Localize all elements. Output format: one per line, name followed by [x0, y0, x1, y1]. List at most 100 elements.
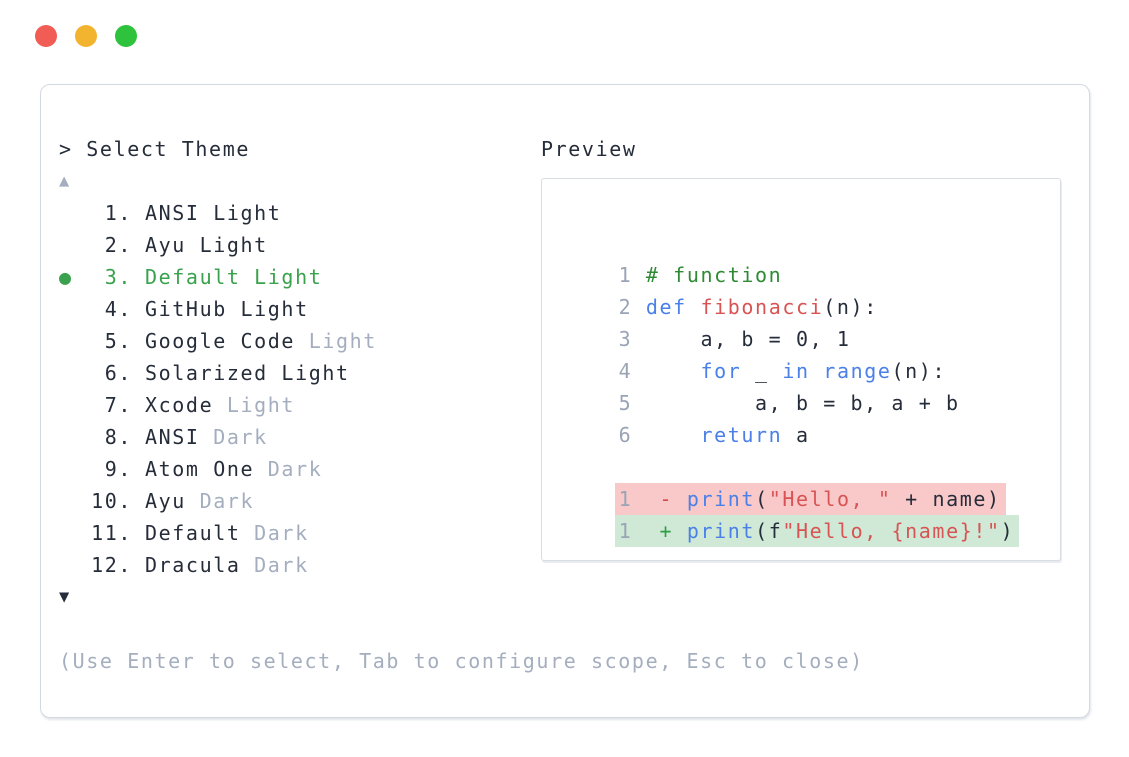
theme-item-12[interactable]: 12. Dracula Dark	[59, 549, 864, 581]
code-token: "Hello, "	[768, 487, 892, 511]
spacer	[132, 421, 145, 453]
theme-item-4[interactable]: 4. GitHub Light	[59, 293, 864, 325]
theme-variant: Light	[213, 201, 282, 225]
code-token: print	[686, 487, 756, 511]
line-number: 4	[618, 359, 633, 383]
theme-item-1[interactable]: 1. ANSI Light	[59, 197, 864, 229]
theme-name: Atom One	[145, 457, 268, 481]
theme-name: GitHub	[145, 297, 241, 321]
code-token: -	[659, 487, 674, 511]
code-line: 1 # function	[564, 227, 1060, 287]
code-token: "Hello, {name}!"	[782, 519, 1001, 543]
code-line: 2 def fibonacci(n):	[564, 259, 1060, 319]
theme-variant: Dark	[199, 489, 255, 513]
theme-number: 3.	[104, 265, 132, 289]
code-line-content: 2 def fibonacci(n):	[619, 291, 878, 323]
theme-number: 9.	[104, 457, 132, 481]
theme-name: Default	[145, 521, 255, 545]
code-token: (f	[755, 519, 783, 543]
theme-item-10[interactable]: 10. Ayu Dark	[59, 485, 864, 517]
code-line-content: 4 for _ in range(n):	[619, 355, 947, 387]
code-line: 1 + print(f"Hello, {name}!")	[564, 483, 1060, 547]
theme-variant: Dark	[254, 553, 309, 577]
code-line: 3 a, b = 0, 1	[564, 291, 1060, 351]
selected-dot	[59, 293, 89, 325]
spacer	[132, 517, 145, 549]
theme-name: Solarized	[145, 361, 282, 385]
selected-dot	[59, 229, 89, 261]
theme-name: Dracula	[145, 553, 255, 577]
code-preview: 1 # function 2 def fibonacci(n): 3 a, b …	[541, 178, 1061, 561]
theme-variant: Light	[254, 265, 323, 289]
spacer	[132, 389, 145, 421]
code-token: a	[782, 423, 810, 447]
window-controls	[35, 25, 137, 47]
code-token	[673, 519, 687, 543]
code-token: fibonacci	[700, 295, 824, 319]
theme-variant: Light	[240, 297, 309, 321]
theme-number: 7.	[104, 393, 132, 417]
theme-name: Ayu	[145, 233, 200, 257]
theme-item-8[interactable]: 8. ANSI Dark	[59, 421, 864, 453]
theme-item-5[interactable]: 5. Google Code Light	[59, 325, 864, 357]
theme-number: 10.	[91, 489, 132, 513]
theme-variant: Light	[281, 361, 350, 385]
code-token	[646, 359, 701, 383]
scroll-up-icon[interactable]: ▲	[59, 171, 71, 191]
scroll-down-icon[interactable]: ▼	[59, 587, 71, 607]
theme-item-11[interactable]: 11. Default Dark	[59, 517, 864, 549]
theme-item-9[interactable]: 9. Atom One Dark	[59, 453, 864, 485]
code-token: a, b = b, a + b	[645, 391, 960, 415]
theme-variant: Dark	[267, 457, 323, 481]
theme-item-3[interactable]: ● 3. Default Light	[59, 261, 864, 293]
line-number: 1	[618, 487, 633, 511]
code-line-content: 5 a, b = b, a + b	[619, 387, 960, 419]
theme-name: ANSI	[145, 425, 214, 449]
code-token: # function	[645, 263, 783, 287]
code-token: def	[645, 295, 687, 319]
line-number: 3	[618, 327, 633, 351]
theme-name: Xcode	[145, 393, 227, 417]
preview-label: Preview	[541, 137, 637, 161]
selected-dot	[59, 389, 89, 421]
minimize-button[interactable]	[75, 25, 97, 47]
keyboard-hint: (Use Enter to select, Tab to configure s…	[59, 649, 864, 673]
code-line-content: 1 + print(f"Hello, {name}!")	[614, 515, 1020, 547]
theme-variant: Dark	[254, 521, 309, 545]
theme-name: Google Code	[145, 329, 309, 353]
theme-variant: Light	[226, 393, 296, 417]
theme-list-column: > Select Theme ▲ 1. ANSI Light 2. Ayu Li…	[59, 133, 864, 677]
theme-name: Ayu	[145, 489, 200, 513]
code-token	[646, 487, 660, 511]
theme-number: 2.	[104, 233, 132, 257]
code-line: 6 return a	[564, 387, 1060, 447]
close-button[interactable]	[35, 25, 57, 47]
theme-number: 4.	[104, 297, 132, 321]
spacer	[132, 357, 145, 389]
theme-number: 8.	[104, 425, 132, 449]
code-line: 1 - print("Hello, " + name)	[564, 451, 1060, 515]
theme-item-2[interactable]: 2. Ayu Light	[59, 229, 864, 261]
theme-number: 12.	[91, 553, 132, 577]
theme-name: ANSI	[145, 201, 214, 225]
code-token	[673, 487, 687, 511]
selected-dot	[59, 325, 89, 357]
spacer	[132, 261, 145, 293]
theme-item-7[interactable]: 7. Xcode Light	[59, 389, 864, 421]
code-token: a, b = 0, 1	[645, 327, 851, 351]
spacer	[132, 325, 145, 357]
code-line-content: 6 return a	[619, 419, 810, 451]
code-token: + name)	[891, 487, 1001, 511]
selected-dot	[59, 453, 89, 485]
theme-variant: Light	[199, 233, 268, 257]
code-token	[687, 295, 701, 319]
selected-dot	[59, 485, 89, 517]
code-token: print	[686, 519, 756, 543]
code-line-content: 1 # function	[619, 259, 783, 291]
theme-item-6[interactable]: 6. Solarized Light	[59, 357, 864, 389]
theme-name: Default	[145, 265, 255, 289]
zoom-button[interactable]	[115, 25, 137, 47]
code-token: (	[755, 487, 769, 511]
spacer	[132, 293, 145, 325]
selected-dot	[59, 197, 89, 229]
